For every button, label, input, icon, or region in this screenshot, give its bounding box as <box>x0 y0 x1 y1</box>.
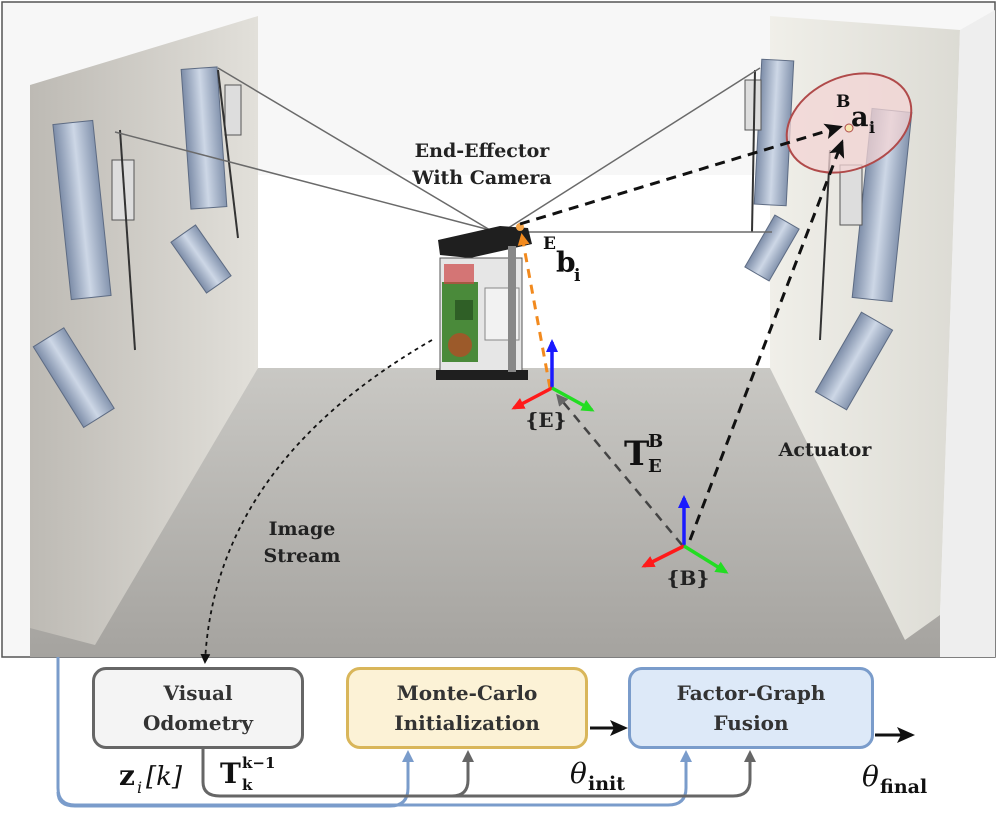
actuator-label: Actuator <box>778 439 873 461</box>
svg-text:E: E <box>543 234 556 254</box>
svg-text:T: T <box>220 757 241 790</box>
scene-render: End-Effector With Camera Image Stream Ac… <box>1 1 996 664</box>
end-effector-label-line2: With Camera <box>411 167 551 189</box>
image-stream-arrow <box>200 339 433 664</box>
svg-text:E: E <box>648 456 662 477</box>
coordinate-frame-icon <box>641 495 729 574</box>
svg-text:b: b <box>556 246 576 279</box>
end-effector-label-line1: End-Effector <box>415 140 551 162</box>
monte-carlo-box: Monte-Carlo Initialization <box>346 667 588 749</box>
svg-text:a: a <box>851 102 869 133</box>
z-label: z i [k] <box>119 759 183 797</box>
factor-graph-label-line1: Factor-Graph <box>676 681 826 705</box>
factor-graph-label-line2: Fusion <box>713 711 789 735</box>
theta-init-label: θ init <box>570 757 625 795</box>
svg-text:[k]: [k] <box>146 762 183 792</box>
frame-e-label: {E} <box>526 408 567 432</box>
svg-text:T: T <box>624 434 649 474</box>
cable-pulley-actuator-icon <box>32 66 242 429</box>
transform-vector <box>556 393 683 546</box>
monte-carlo-label-line1: Monte-Carlo <box>396 681 538 705</box>
ba-vector <box>519 123 843 226</box>
svg-text:i: i <box>574 266 581 286</box>
monte-carlo-label-line2: Initialization <box>394 711 540 735</box>
transform-label: T B E <box>624 431 663 477</box>
cable-pulley-actuator-icon <box>744 58 913 411</box>
visual-odometry-box: Visual Odometry <box>92 667 304 749</box>
svg-text:i: i <box>137 778 142 797</box>
svg-text:B: B <box>648 431 663 452</box>
image-stream-label-line1: Image <box>269 518 336 540</box>
end-effector-camera-icon <box>436 226 532 380</box>
svg-text:i: i <box>869 118 875 137</box>
frame-b-label: {B} <box>667 566 710 590</box>
cables <box>114 67 772 233</box>
svg-text:k: k <box>242 776 253 794</box>
eb-vector <box>517 233 552 389</box>
point-b-label: E b i <box>543 234 581 286</box>
theta-final-label: θ final <box>862 760 927 798</box>
coordinate-frame-icon <box>511 339 595 412</box>
image-stream-label-line2: Stream <box>263 545 340 567</box>
tk-label: T k−1 k <box>220 754 275 794</box>
point-a-label: B a i <box>836 92 875 137</box>
svg-text:final: final <box>880 776 927 798</box>
visual-odometry-label-line2: Odometry <box>142 711 254 735</box>
visual-odometry-label-line1: Visual <box>163 681 233 705</box>
svg-text:init: init <box>588 773 625 795</box>
actuator-anchor-highlight <box>785 72 913 174</box>
ba-frame-vector <box>688 139 845 541</box>
svg-text:k−1: k−1 <box>242 754 275 772</box>
svg-text:θ: θ <box>862 760 879 793</box>
factor-graph-box: Factor-Graph Fusion <box>628 667 874 749</box>
svg-text:z: z <box>119 759 135 792</box>
svg-text:B: B <box>836 92 850 112</box>
pipeline-connections <box>56 657 915 808</box>
svg-text:θ: θ <box>570 757 587 790</box>
